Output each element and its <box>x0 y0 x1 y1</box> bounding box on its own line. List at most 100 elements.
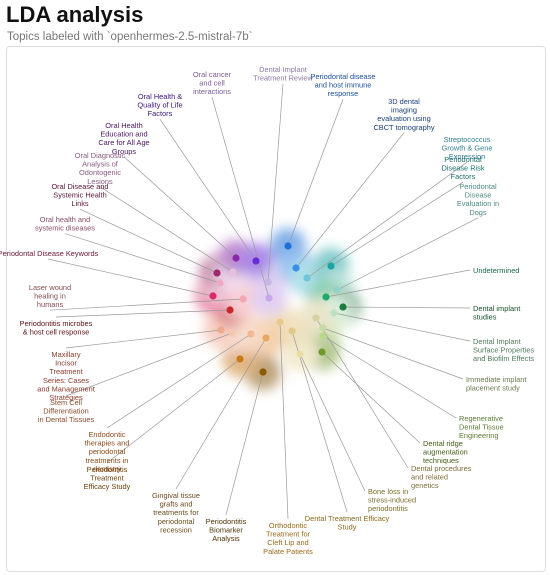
leader-line <box>65 329 222 349</box>
leader-line <box>106 358 241 464</box>
topic-point[interactable] <box>296 350 304 358</box>
leader-line <box>336 217 479 291</box>
topic-point[interactable] <box>228 329 236 337</box>
topic-point[interactable] <box>262 334 270 342</box>
leader-line-layer <box>47 83 479 520</box>
leader-line <box>47 258 214 297</box>
topic-label: Undetermined <box>473 266 519 275</box>
leader-line <box>49 298 244 311</box>
leader-line <box>123 156 237 259</box>
topic-point[interactable] <box>318 348 326 356</box>
topic-point[interactable] <box>333 286 341 294</box>
topic-point[interactable] <box>339 303 347 311</box>
leader-line <box>321 351 421 444</box>
topic-point[interactable] <box>232 254 240 262</box>
leader-line <box>291 330 348 513</box>
topic-point[interactable] <box>292 264 300 272</box>
topic-point[interactable] <box>259 368 267 376</box>
leader-line <box>65 332 233 397</box>
topic-point[interactable] <box>322 293 330 301</box>
leader-line <box>322 327 464 380</box>
chart-title: LDA analysis <box>6 2 144 27</box>
chart-subtitle: Topics labeled with `openhermes-2.5-mist… <box>7 31 253 43</box>
leader-line <box>225 371 264 516</box>
leader-line <box>287 99 344 247</box>
leader-line <box>322 335 457 419</box>
leader-line <box>106 333 252 429</box>
topic-point[interactable] <box>216 279 224 287</box>
leader-line <box>159 119 257 262</box>
topic-point[interactable] <box>303 274 311 282</box>
topic-label: Periodontal Disease Keywords <box>0 249 99 258</box>
leader-line <box>267 83 284 283</box>
leader-line <box>55 309 231 318</box>
topic-point[interactable] <box>319 332 327 340</box>
topic-label: Periodontitis microbes& host cell respon… <box>20 319 93 337</box>
leader-line <box>99 186 234 273</box>
leader-line <box>175 337 267 490</box>
leader-line <box>64 233 221 284</box>
topic-point[interactable] <box>247 330 255 338</box>
topic-point[interactable] <box>209 292 217 300</box>
topic-point[interactable] <box>264 278 272 286</box>
leader-line <box>211 97 270 299</box>
topic-point[interactable] <box>229 268 237 276</box>
leader-line <box>295 132 405 269</box>
topic-point-layer <box>209 242 347 376</box>
leader-line <box>330 181 464 267</box>
leader-line <box>279 321 289 520</box>
topic-point[interactable] <box>312 314 320 322</box>
topic-point[interactable] <box>217 326 225 334</box>
topic-point[interactable] <box>252 257 260 265</box>
topic-point[interactable] <box>236 355 244 363</box>
leader-line <box>79 208 218 274</box>
topic-point[interactable] <box>288 327 296 335</box>
topic-point[interactable] <box>284 242 292 250</box>
topic-point[interactable] <box>276 318 284 326</box>
topic-point[interactable] <box>226 306 234 314</box>
topic-point[interactable] <box>265 294 273 302</box>
leader-line <box>333 312 471 342</box>
leader-line <box>342 306 471 309</box>
topic-point[interactable] <box>213 269 221 277</box>
topic-point[interactable] <box>239 295 247 303</box>
cluster-glow-layer <box>195 228 361 390</box>
leader-line <box>315 317 409 469</box>
topic-point[interactable] <box>330 309 338 317</box>
topic-point[interactable] <box>327 262 335 270</box>
leader-line <box>306 161 468 279</box>
topic-point[interactable] <box>319 324 327 332</box>
leader-line <box>299 353 366 492</box>
leader-line <box>325 269 471 298</box>
